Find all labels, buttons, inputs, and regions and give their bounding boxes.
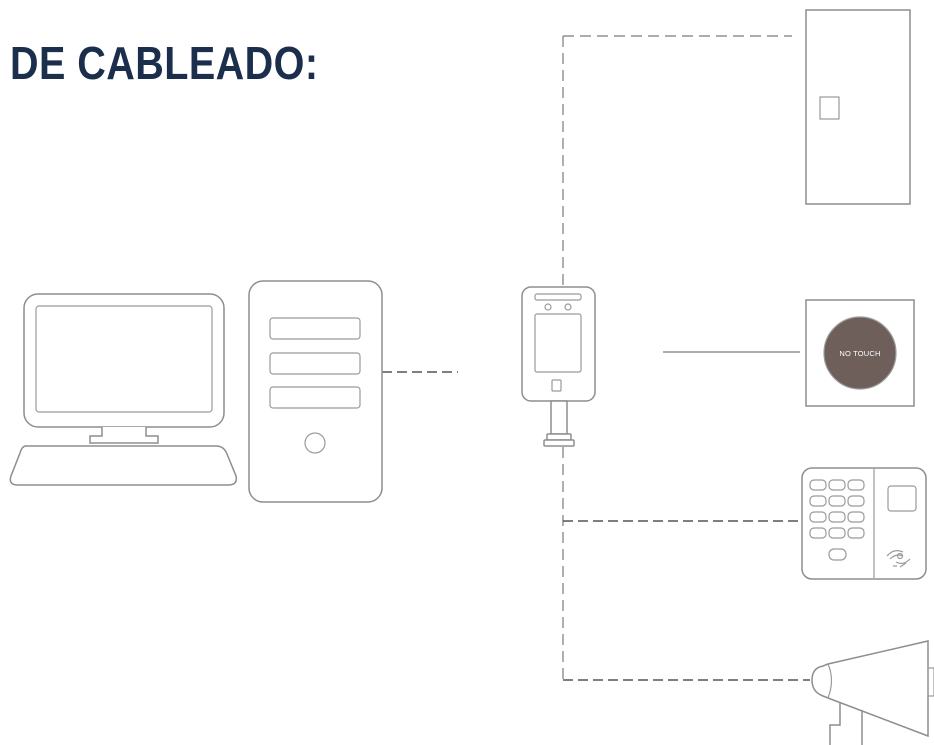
key	[828, 527, 846, 539]
power-button	[304, 432, 326, 454]
fingerprint-window	[887, 485, 917, 512]
door-lock	[819, 96, 840, 120]
key	[847, 511, 865, 523]
terminal-base	[546, 433, 572, 441]
key-enter	[828, 548, 847, 561]
key	[847, 479, 865, 491]
horn-rim	[827, 663, 833, 699]
key	[809, 495, 827, 507]
monitor	[23, 293, 225, 428]
terminal-light-bar	[534, 293, 582, 301]
key	[847, 495, 865, 507]
desktop-computer-icon	[9, 280, 383, 503]
horn-bell	[811, 640, 929, 738]
key	[828, 495, 846, 507]
drive-bay-2	[269, 352, 361, 375]
exit-button-label: NO TOUCH	[839, 349, 880, 358]
alarm-horn-icon	[811, 640, 934, 745]
pc-tower	[248, 280, 383, 503]
terminal-pole	[550, 400, 568, 435]
rfid-icon	[886, 550, 911, 568]
terminal-body	[521, 286, 596, 402]
drive-bay-1	[269, 317, 361, 340]
key	[828, 479, 846, 491]
terminal-camera-left	[544, 303, 552, 311]
exit-button-face	[823, 316, 897, 390]
key	[828, 511, 846, 523]
key	[809, 511, 827, 523]
door-panel	[805, 9, 911, 205]
face-recognition-terminal-icon	[521, 286, 596, 447]
page-title: DE CABLEADO:	[10, 37, 319, 89]
horn-back-plate	[927, 667, 934, 697]
no-touch-exit-button-icon: NO TOUCH	[805, 299, 915, 407]
key	[809, 527, 827, 539]
terminal-screen	[534, 313, 582, 373]
door-icon	[805, 9, 911, 205]
key	[847, 527, 865, 539]
terminal-foot	[543, 439, 575, 447]
drive-bay-3	[269, 386, 361, 409]
keypad-access-reader-icon	[801, 467, 927, 580]
terminal-camera-right	[564, 303, 572, 311]
monitor-screen	[35, 305, 213, 413]
horn-mount	[829, 703, 841, 745]
keyboard	[9, 445, 238, 486]
key	[809, 479, 827, 491]
wiring-lines	[382, 35, 810, 681]
keypad-keys	[809, 479, 865, 561]
monitor-stand	[89, 427, 159, 444]
terminal-card-icon	[551, 379, 562, 392]
